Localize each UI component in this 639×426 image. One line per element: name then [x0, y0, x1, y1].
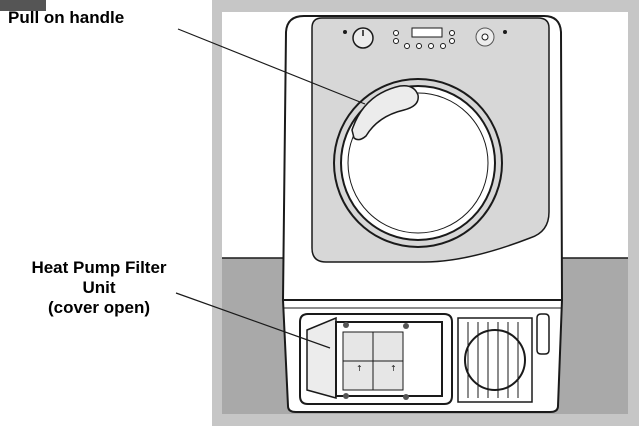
- program-dial: [352, 27, 374, 49]
- filter-leader-line: [175, 292, 331, 349]
- svg-text:↑: ↑: [356, 364, 363, 373]
- tumble-dryer: ↑ ↑: [281, 15, 564, 413]
- filter-label-line-3: (cover open): [47, 298, 151, 317]
- control-panel: [343, 27, 507, 49]
- option-buttons: [393, 30, 455, 49]
- svg-text:↑: ↑: [390, 364, 397, 373]
- ventilation-grille: [457, 317, 533, 403]
- header-tab: [0, 0, 46, 11]
- filter-label-line-2: Unit: [82, 278, 116, 297]
- handle-leader-line: [177, 28, 366, 105]
- plinth-latch: [536, 313, 550, 355]
- filter-cover-open: [306, 316, 337, 399]
- door: [333, 78, 503, 248]
- heat-pump-filter-label: Heat Pump Filter Unit (cover open): [6, 258, 192, 318]
- display-screen: [411, 27, 443, 38]
- filter-label-line-1: Heat Pump Filter: [31, 258, 167, 277]
- door-handle: [351, 84, 419, 141]
- pull-on-handle-label: Pull on handle: [8, 8, 125, 27]
- heat-pump-filter-unit: ↑ ↑: [299, 313, 453, 405]
